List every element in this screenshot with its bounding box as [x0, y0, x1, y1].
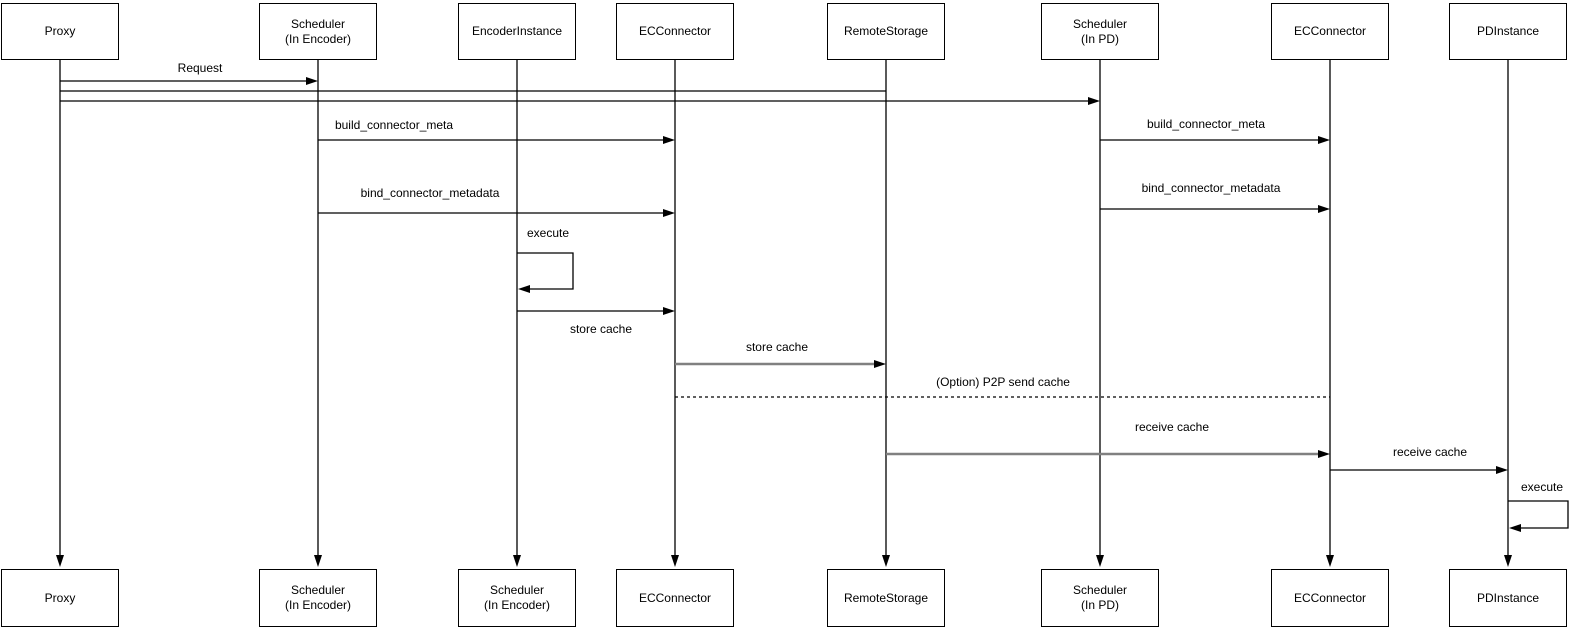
message-label: store cache	[569, 322, 633, 336]
participant-bottom-box-scheduler-encoder: Scheduler (In Encoder)	[259, 569, 377, 627]
message-label: receive cache	[1134, 420, 1210, 434]
message-label: receive cache	[1392, 445, 1468, 459]
self-loop-line	[517, 252, 574, 290]
message-arrowhead	[306, 77, 318, 85]
message-arrowhead	[663, 209, 675, 217]
lifeline-arrowhead	[56, 555, 64, 567]
lifeline-arrowhead	[882, 555, 890, 567]
participant-bottom-box-scheduler-pd: Scheduler (In PD)	[1041, 569, 1159, 627]
participant-top-box-pd-instance: PDInstance	[1449, 3, 1567, 60]
lifeline-arrowhead	[1504, 555, 1512, 567]
lifeline-arrowhead	[1096, 555, 1104, 567]
self-message-label: execute	[526, 226, 570, 240]
message-arrowhead	[1318, 450, 1330, 458]
participant-label: Scheduler (In Encoder)	[284, 583, 352, 612]
participant-label: Proxy	[44, 590, 76, 605]
participant-bottom-box-ec-connector-1: ECConnector	[616, 569, 734, 627]
participant-top-box-ec-connector-2: ECConnector	[1271, 3, 1389, 60]
lifeline-arrowhead	[1326, 555, 1334, 567]
participant-top-box-proxy: Proxy	[1, 3, 119, 60]
participant-top-box-encoder-instance: EncoderInstance	[458, 3, 576, 60]
participant-label: Proxy	[44, 24, 76, 38]
participant-top-box-scheduler-pd: Scheduler (In PD)	[1041, 3, 1159, 60]
participant-top-box-scheduler-encoder: Scheduler (In Encoder)	[259, 3, 377, 60]
participant-label: ECConnector	[1293, 24, 1367, 38]
self-loop-line	[1508, 500, 1569, 529]
participant-label: Scheduler (In PD)	[1072, 583, 1128, 612]
message-arrowhead	[1318, 136, 1330, 144]
participant-label: Scheduler (In Encoder)	[284, 16, 352, 46]
message-label: bind_connector_metadata	[1141, 181, 1281, 195]
participant-label: PDInstance	[1476, 590, 1540, 605]
lifeline-arrowhead	[671, 555, 679, 567]
message-label: store cache	[745, 340, 809, 354]
participant-label: RemoteStorage	[843, 590, 929, 605]
message-arrowhead	[663, 136, 675, 144]
message-label: bind_connector_metadata	[360, 186, 500, 200]
participant-label: Scheduler (In PD)	[1072, 16, 1128, 46]
participant-bottom-box-ec-connector-2: ECConnector	[1271, 569, 1389, 627]
participant-label: PDInstance	[1476, 24, 1540, 38]
participant-label: EncoderInstance	[471, 24, 563, 38]
participant-label: ECConnector	[638, 24, 712, 38]
message-arrowhead	[1496, 466, 1508, 474]
self-message-label: execute	[1520, 480, 1564, 494]
participant-top-box-ec-connector-1: ECConnector	[616, 3, 734, 60]
message-arrowhead	[1088, 97, 1100, 105]
participant-bottom-box-remote-storage: RemoteStorage	[827, 569, 945, 627]
participant-label: RemoteStorage	[843, 24, 929, 38]
message-arrowhead	[518, 285, 530, 293]
lifeline-arrowhead	[513, 555, 521, 567]
message-arrowhead	[1509, 524, 1521, 532]
lifeline-arrowhead	[314, 555, 322, 567]
message-label: (Option) P2P send cache	[936, 375, 1070, 389]
message-arrowhead	[1318, 205, 1330, 213]
message-label: build_connector_meta	[1146, 117, 1266, 131]
participant-top-box-remote-storage: RemoteStorage	[827, 3, 945, 60]
message-label: Request	[177, 61, 223, 75]
participant-bottom-box-encoder-instance: Scheduler (In Encoder)	[458, 569, 576, 627]
message-arrowhead	[663, 307, 675, 315]
participant-label: ECConnector	[1293, 590, 1367, 605]
participant-label: ECConnector	[638, 590, 712, 605]
message-label: build_connector_meta	[334, 118, 454, 132]
participant-bottom-box-proxy: Proxy	[1, 569, 119, 627]
message-arrowhead	[874, 360, 886, 368]
participant-label: Scheduler (In Encoder)	[483, 583, 551, 612]
participant-bottom-box-pd-instance: PDInstance	[1449, 569, 1567, 627]
